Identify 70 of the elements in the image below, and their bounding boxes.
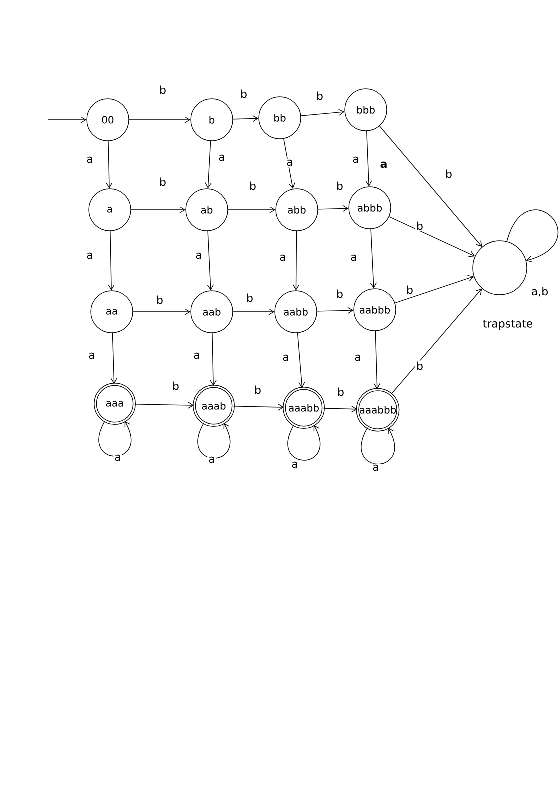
edge-label: b (336, 288, 344, 300)
arrow (297, 332, 306, 388)
edge-label: a (86, 156, 94, 164)
arrow (316, 307, 354, 314)
arrow (394, 275, 474, 304)
arrow (234, 404, 284, 411)
arrow (207, 230, 214, 291)
arrow (228, 206, 276, 214)
state-circle (472, 240, 528, 296)
arrow (370, 228, 378, 289)
edge-label: b (172, 380, 180, 392)
edge-label: b (406, 284, 414, 296)
edge-label: a (290, 460, 300, 470)
edge-label: a (88, 352, 96, 360)
edge-label: a (282, 354, 290, 362)
arrow (131, 206, 186, 214)
edge-label: b (336, 386, 346, 398)
arrow (129, 116, 191, 124)
arrow (284, 138, 296, 189)
edge-label: b (416, 220, 424, 232)
loop-arrow (506, 210, 559, 263)
edge-label: b (336, 180, 344, 192)
arrow (133, 308, 191, 316)
edge-label: b (156, 294, 164, 306)
arrow (379, 126, 482, 248)
edge-label: b (248, 180, 258, 192)
loop-arrow (361, 427, 396, 465)
arrow (318, 205, 349, 212)
arrow (205, 140, 212, 189)
arrow (210, 332, 217, 386)
arrow (374, 330, 381, 390)
edge-label: b (246, 292, 254, 304)
arrow (108, 231, 115, 291)
arrow (110, 332, 118, 384)
edge-label: a (86, 252, 94, 260)
edge-label: b (316, 90, 324, 102)
edge-label: a (286, 158, 294, 168)
arrow (389, 216, 476, 258)
edge-label: b (240, 88, 248, 100)
loop-arrow (198, 422, 231, 459)
state-caption: trapstate (483, 320, 533, 330)
arrow (391, 288, 482, 395)
edge-label: b (158, 84, 168, 96)
arrow (292, 231, 300, 291)
edge-label: a (354, 354, 362, 362)
edge-label: a (194, 252, 204, 260)
edge-label: a,b (530, 286, 550, 298)
edge-label: a (278, 254, 288, 262)
edge-label: a (114, 454, 122, 462)
loop-arrow (288, 424, 321, 461)
edge-label: b (158, 176, 168, 188)
edge-label: a (372, 464, 380, 472)
arrow (106, 141, 113, 189)
arrow (48, 116, 87, 124)
arrow (134, 402, 194, 409)
edge-label: a (218, 154, 226, 162)
edge-label: b (254, 384, 262, 396)
edge-label: a (192, 352, 202, 360)
edge-label: b (416, 360, 424, 372)
arrow (366, 130, 372, 187)
arrow (233, 115, 259, 122)
letter-label: a (380, 162, 387, 168)
edge-label: a (352, 156, 360, 164)
loop-arrow (98, 420, 132, 457)
arrow (323, 406, 358, 413)
arrow (300, 109, 345, 116)
edge-label: a (208, 456, 216, 464)
arrow (233, 308, 275, 316)
edge-label: b (444, 168, 454, 180)
edge-label: a (350, 254, 358, 262)
